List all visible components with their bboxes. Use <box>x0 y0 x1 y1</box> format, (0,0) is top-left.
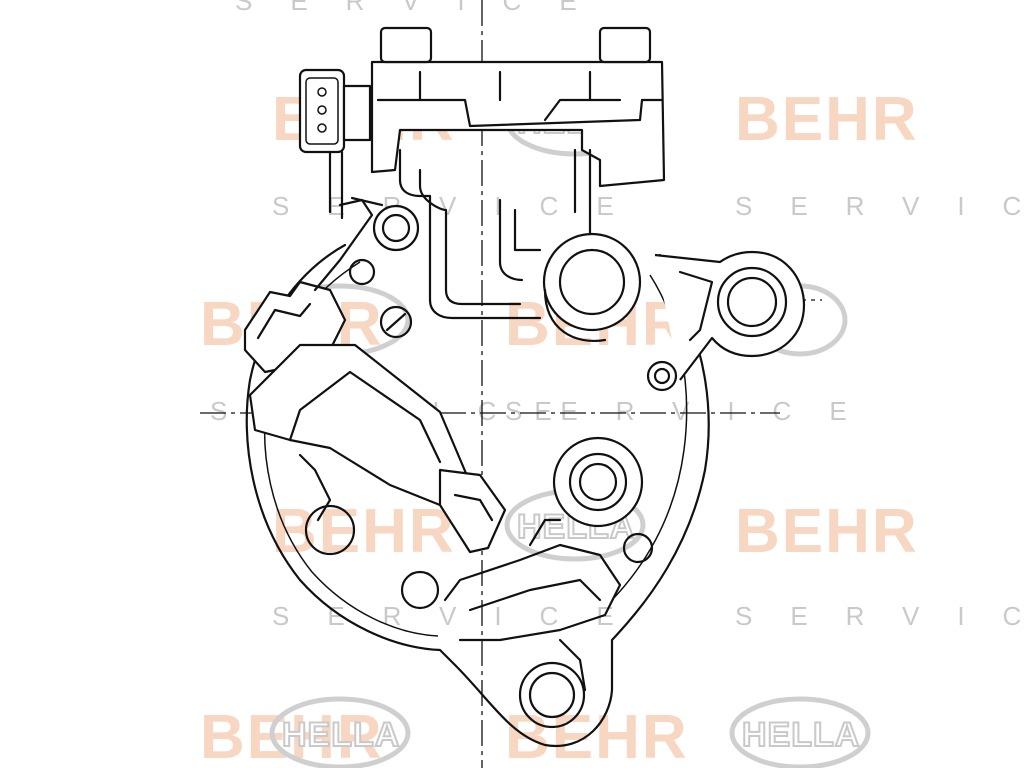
behr-watermark: BEHR <box>735 497 919 566</box>
service-watermark: SERVICE <box>505 396 885 426</box>
compressor-housing <box>245 243 710 748</box>
bolt-hole <box>622 532 654 564</box>
bolt-hole <box>348 258 376 286</box>
top-block-detail <box>376 98 664 128</box>
service-watermark: SERVICE <box>235 0 615 16</box>
hella-logo: HELLA <box>269 696 411 768</box>
internal-rib <box>443 543 622 642</box>
bolt-hole <box>653 367 671 385</box>
bolt-hole <box>304 504 356 556</box>
electrical-connector-top <box>298 68 372 220</box>
behr-watermark: BEHR <box>735 85 919 154</box>
mounting-boss-upper <box>372 204 420 252</box>
service-watermark: SERVICE <box>735 601 1024 631</box>
hella-logo: HELLA <box>729 696 871 768</box>
control-valve-connector <box>243 196 507 554</box>
discharge-pipe <box>398 148 542 320</box>
svg-text:HELLA: HELLA <box>282 716 400 754</box>
compressor-drawing <box>243 26 806 748</box>
top-stud-left <box>379 26 433 64</box>
screw-head <box>379 305 413 339</box>
service-watermark: SERVICE <box>272 601 652 631</box>
svg-text:HELLA: HELLA <box>742 716 860 754</box>
mounting-ear-right <box>654 250 806 381</box>
suction-port <box>542 232 642 342</box>
service-watermark: SERVICE <box>735 191 1024 221</box>
behr-watermark: BEHR <box>272 497 456 566</box>
bolt-hole <box>646 360 678 392</box>
behr-watermark: BEHR <box>505 703 689 768</box>
bolt-hole <box>400 570 440 610</box>
top-stud-right <box>598 26 652 64</box>
mounting-ear-bottom <box>518 661 586 729</box>
center-boss <box>552 436 644 528</box>
